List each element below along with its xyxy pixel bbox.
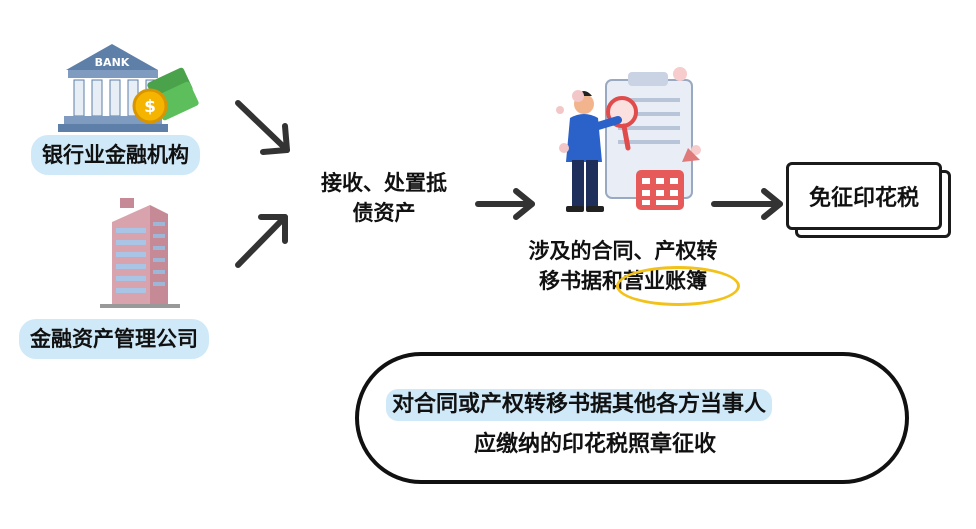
note-line-1: 对合同或产权转移书据其他各方当事人 [386, 389, 773, 421]
contracts-line-2a: 移书据和 [539, 269, 623, 293]
bank-icon: BANK $ [58, 44, 199, 132]
arrow-amc-to-receive [235, 214, 288, 268]
stamp-duty-exemption-text: 免征印花税 [808, 186, 919, 211]
bank-sign-text: BANK [95, 56, 130, 69]
receive-line-1: 接收、处置抵 [321, 171, 447, 195]
result-box: 免征印花税 [786, 162, 942, 230]
yellow-circle-highlight [616, 266, 740, 306]
arrow-receive-to-contracts [475, 188, 535, 220]
receive-dispose-assets-text: 接收、处置抵 债资产 [296, 168, 472, 228]
arrow-bank-to-receive [235, 100, 290, 155]
contracts-line-1: 涉及的合同、产权转 [528, 239, 718, 263]
receive-line-2: 债资产 [352, 201, 416, 225]
arrow-contracts-to-result [711, 188, 783, 220]
bank-institution-label: 银行业金融机构 [34, 138, 197, 172]
note-line-2: 应缴纳的印花税照章征收 [474, 432, 717, 457]
office-building-icon [100, 198, 180, 308]
svg-text:$: $ [144, 97, 156, 117]
asset-management-company-label: 金融资产管理公司 [22, 322, 206, 356]
money-icon: $ [132, 67, 199, 124]
clipboard-analyst-icon [556, 67, 701, 212]
decoration-dots-icon [556, 67, 701, 162]
calculator-icon [636, 170, 684, 210]
person-icon [566, 91, 622, 212]
